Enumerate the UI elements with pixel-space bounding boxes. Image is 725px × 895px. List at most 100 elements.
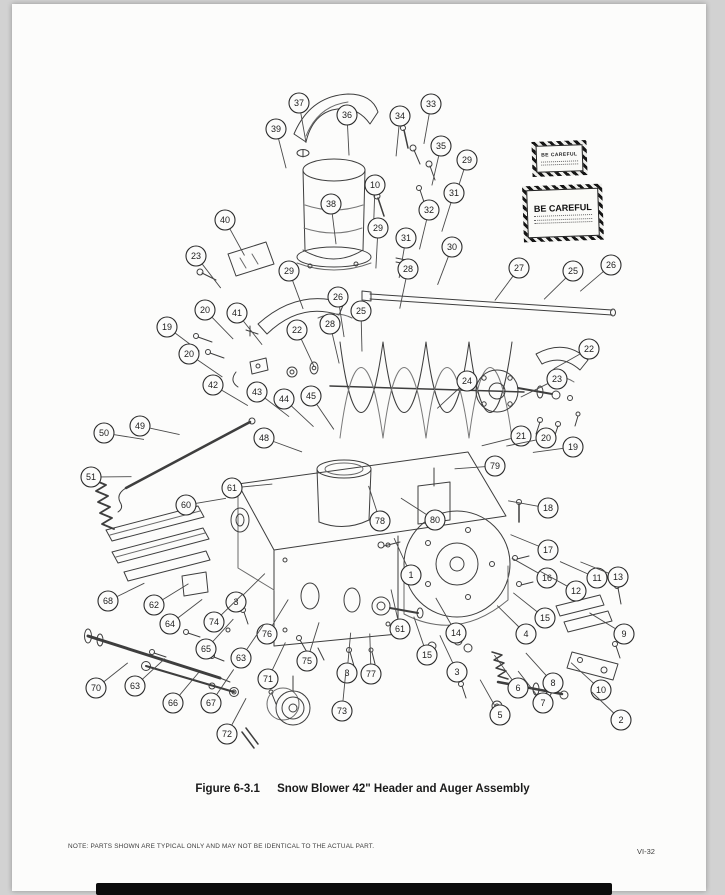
callout-15: 15: [513, 592, 556, 629]
svg-text:45: 45: [306, 391, 316, 401]
svg-text:25: 25: [568, 266, 578, 276]
callout-71: 71: [257, 642, 286, 690]
figure-number: Figure 6-3.1: [195, 783, 260, 795]
callout-20: 20: [178, 343, 223, 378]
callout-66: 66: [162, 671, 200, 714]
callout-3: 3: [225, 573, 266, 613]
chute-fasteners: [373, 125, 436, 265]
svg-text:19: 19: [162, 322, 172, 332]
callout-29: 29: [367, 217, 389, 269]
svg-text:65: 65: [201, 644, 211, 654]
callout-14: 14: [435, 597, 467, 644]
svg-text:61: 61: [395, 624, 405, 634]
svg-text:14: 14: [451, 628, 461, 638]
callout-6: 6: [494, 654, 529, 699]
svg-text:50: 50: [99, 428, 109, 438]
callout-68: 68: [97, 582, 145, 612]
callout-39: 39: [265, 118, 287, 169]
svg-text:2: 2: [618, 715, 623, 725]
svg-text:34: 34: [395, 111, 405, 121]
svg-text:3: 3: [454, 667, 459, 677]
svg-text:19: 19: [568, 442, 578, 452]
callout-4: 4: [496, 605, 537, 645]
callout-29: 29: [278, 260, 304, 310]
svg-text:62: 62: [149, 600, 159, 610]
svg-text:73: 73: [337, 706, 347, 716]
svg-text:30: 30: [447, 242, 457, 252]
decal-fineprint-line: [534, 214, 592, 218]
decal-fineprint-line: [541, 159, 579, 163]
callout-45: 45: [300, 385, 335, 430]
svg-text:6: 6: [515, 683, 520, 693]
callout-72: 72: [216, 698, 247, 745]
callout-23: 23: [185, 245, 222, 289]
svg-text:9: 9: [621, 629, 626, 639]
callout-80: 80: [400, 497, 446, 531]
svg-text:41: 41: [232, 308, 242, 318]
callout-28: 28: [319, 313, 341, 364]
svg-text:33: 33: [426, 99, 436, 109]
callout-34: 34: [389, 105, 411, 157]
svg-text:25: 25: [356, 306, 366, 316]
svg-text:71: 71: [263, 674, 273, 684]
svg-text:22: 22: [584, 344, 594, 354]
svg-text:31: 31: [449, 188, 459, 198]
svg-text:72: 72: [222, 729, 232, 739]
svg-text:36: 36: [342, 110, 352, 120]
callout-12: 12: [540, 571, 587, 602]
header-housing: [230, 451, 511, 699]
control-rod-and-skids: [93, 417, 256, 597]
callout-15: 15: [413, 616, 438, 666]
callout-44: 44: [273, 388, 314, 428]
callout-23: 23: [520, 368, 568, 398]
svg-text:35: 35: [436, 141, 446, 151]
svg-text:64: 64: [165, 619, 175, 629]
callout-67: 67: [200, 669, 235, 714]
svg-text:29: 29: [284, 266, 294, 276]
callout-26: 26: [579, 254, 622, 292]
svg-text:15: 15: [422, 650, 432, 660]
svg-text:75: 75: [302, 656, 312, 666]
callout-25: 25: [350, 300, 372, 352]
svg-text:60: 60: [181, 500, 191, 510]
svg-text:10: 10: [596, 685, 606, 695]
callout-24: 24: [436, 370, 478, 409]
svg-text:26: 26: [606, 260, 616, 270]
svg-text:22: 22: [292, 325, 302, 335]
svg-text:13: 13: [613, 572, 623, 582]
callout-51: 51: [80, 466, 132, 488]
callout-43: 43: [246, 381, 290, 418]
callout-60: 60: [175, 494, 227, 516]
callout-50: 50: [93, 422, 145, 444]
svg-text:66: 66: [168, 698, 178, 708]
chute-assembly: [293, 93, 379, 271]
svg-text:67: 67: [206, 698, 216, 708]
svg-text:29: 29: [462, 155, 472, 165]
svg-text:12: 12: [571, 586, 581, 596]
callout-3: 3: [439, 635, 468, 683]
svg-text:11: 11: [592, 573, 601, 583]
callout-75: 75: [296, 622, 320, 672]
callout-17: 17: [510, 534, 559, 561]
svg-text:63: 63: [236, 653, 246, 663]
svg-text:27: 27: [514, 263, 524, 273]
svg-text:78: 78: [375, 516, 385, 526]
callout-9: 9: [589, 612, 635, 645]
svg-text:7: 7: [540, 698, 545, 708]
decal-fineprint-line: [534, 217, 592, 221]
callout-77: 77: [360, 633, 382, 685]
svg-text:3: 3: [344, 668, 349, 678]
callout-49: 49: [129, 415, 180, 437]
svg-text:28: 28: [325, 319, 335, 329]
svg-text:21: 21: [516, 431, 526, 441]
callout-37: 37: [288, 92, 310, 143]
callout-73: 73: [331, 670, 353, 722]
svg-text:23: 23: [552, 374, 562, 384]
svg-text:29: 29: [373, 223, 383, 233]
callout-33: 33: [420, 93, 442, 144]
left-bearing-strap: [193, 241, 353, 359]
svg-text:49: 49: [135, 421, 145, 431]
decal-fineprint-line: [534, 221, 593, 225]
svg-text:44: 44: [279, 394, 289, 404]
callout-21: 21: [481, 425, 532, 447]
